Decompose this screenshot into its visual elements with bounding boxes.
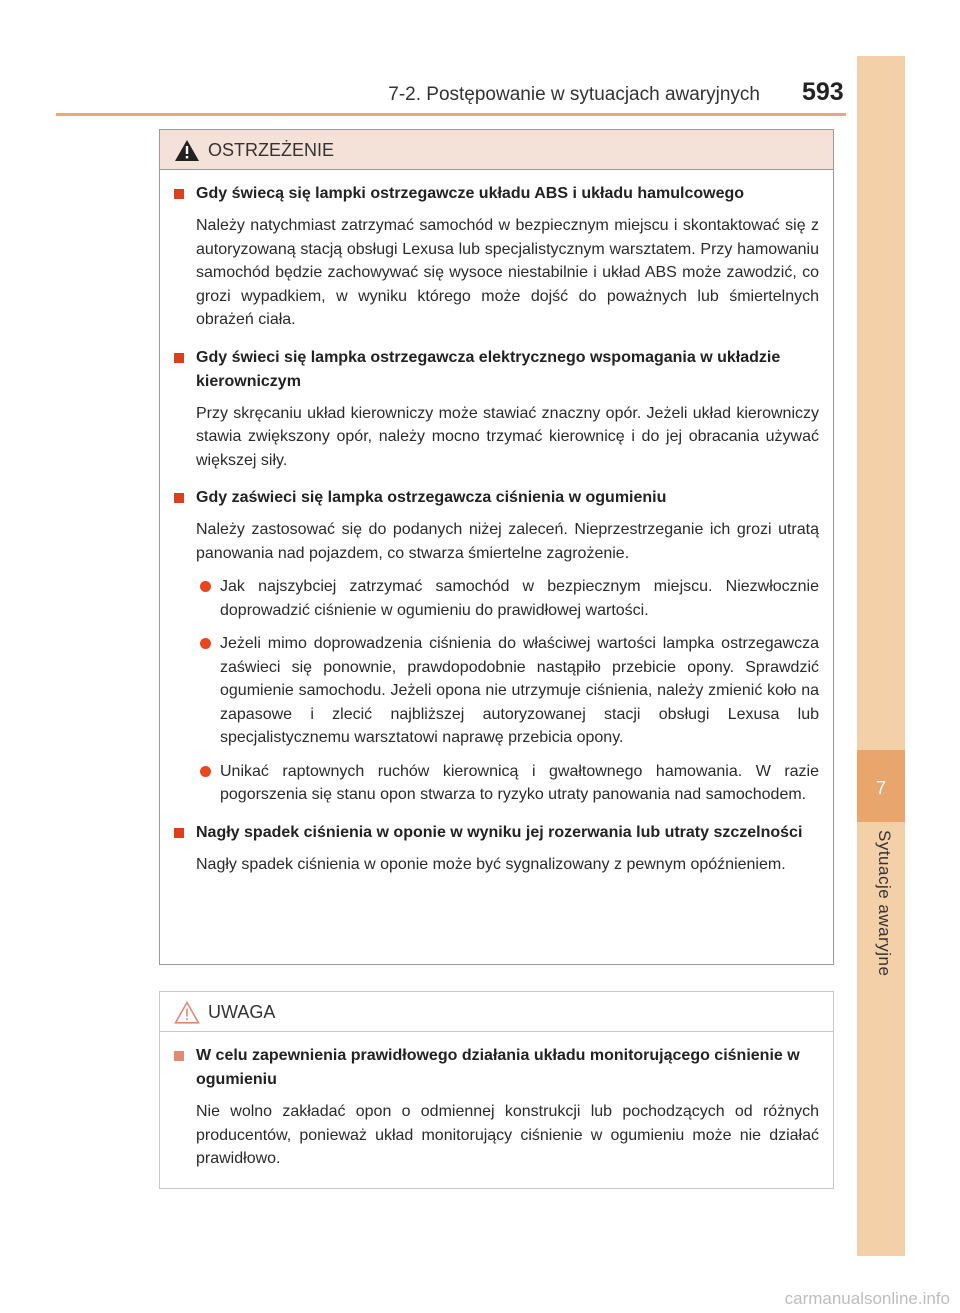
chapter-number-tab[interactable]: 7 <box>857 750 905 822</box>
chapter-number: 7 <box>875 778 886 798</box>
list-item: Jak najszybciej zatrzymać samochód w bez… <box>170 575 819 622</box>
warning-section-tire-pressure: Gdy zaświeci się lampka ostrzegawcza ciś… <box>170 486 819 807</box>
section-paragraph: Nie wolno zakładać opon o odmiennej kons… <box>196 1103 819 1167</box>
square-bullet-icon <box>174 827 184 838</box>
section-heading: Gdy świecą się lampki ostrzegawcze układ… <box>170 182 819 206</box>
chapter-side-tab <box>857 56 905 1256</box>
chapter-title: 7-2. Postępowanie w sytuacjach awaryjnyc… <box>388 84 760 105</box>
warning-section-sudden-drop: Nagły spadek ciśnienia w oponie w wyniku… <box>170 821 819 877</box>
section-heading: Nagły spadek ciśnienia w oponie w wyniku… <box>170 821 819 845</box>
section-paragraph: Nagły spadek ciśnienia w oponie może być… <box>196 855 786 873</box>
section-heading: Gdy świeci się lampka ostrzegawcza elekt… <box>170 346 819 394</box>
chapter-side-label: Sytuacje awaryjne <box>875 830 894 977</box>
caution-triangle-icon <box>174 1001 200 1024</box>
caution-box: UWAGA W celu zapewnienia prawidłowego dz… <box>159 991 834 1189</box>
list-item: Unikać raptownych ruchów kierownicą i gw… <box>170 760 819 807</box>
section-heading: W celu zapewnienia prawidłowego działani… <box>170 1044 819 1092</box>
section-paragraph: Należy zastosować się do podanych niżej … <box>196 521 819 562</box>
list-item: Jeżeli mimo doprowadzenia ciśnienia do w… <box>170 632 819 750</box>
square-bullet-icon <box>174 352 184 363</box>
watermark: carmanualsonline.info <box>784 1289 950 1308</box>
round-bullet-icon <box>200 638 211 649</box>
section-paragraph: Należy natychmiast zatrzymać samochód w … <box>196 217 819 328</box>
header-divider <box>56 113 846 116</box>
round-bullet-icon <box>200 765 211 777</box>
square-bullet-icon <box>174 493 184 503</box>
caution-box-label: UWAGA <box>208 1002 276 1022</box>
warning-section-steering: Gdy świeci się lampka ostrzegawcza elekt… <box>170 346 819 473</box>
square-bullet-icon <box>174 1051 184 1061</box>
caution-section-tpms: W celu zapewnienia prawidłowego działani… <box>170 1044 819 1171</box>
round-bullet-icon <box>200 581 211 592</box>
square-bullet-icon <box>174 189 184 199</box>
section-paragraph: Przy skręcaniu układ kierowniczy może st… <box>196 404 819 469</box>
warning-box-body: Gdy świecą się lampki ostrzegawcze układ… <box>160 170 833 876</box>
caution-box-header: UWAGA <box>160 992 833 1032</box>
warning-box: OSTRZEŻENIE Gdy świecą się lampki ostrze… <box>159 129 834 965</box>
warning-section-abs: Gdy świecą się lampki ostrzegawcze układ… <box>170 182 819 332</box>
page-header: 7-2. Postępowanie w sytuacjach awaryjnyc… <box>0 0 960 118</box>
section-heading: Gdy zaświeci się lampka ostrzegawcza ciś… <box>170 486 819 510</box>
warning-box-label: OSTRZEŻENIE <box>208 140 335 160</box>
caution-box-body: W celu zapewnienia prawidłowego działani… <box>160 1032 833 1171</box>
warning-triangle-icon <box>175 140 199 161</box>
page-number: 593 <box>802 78 844 106</box>
warning-box-header: OSTRZEŻENIE <box>160 130 833 170</box>
